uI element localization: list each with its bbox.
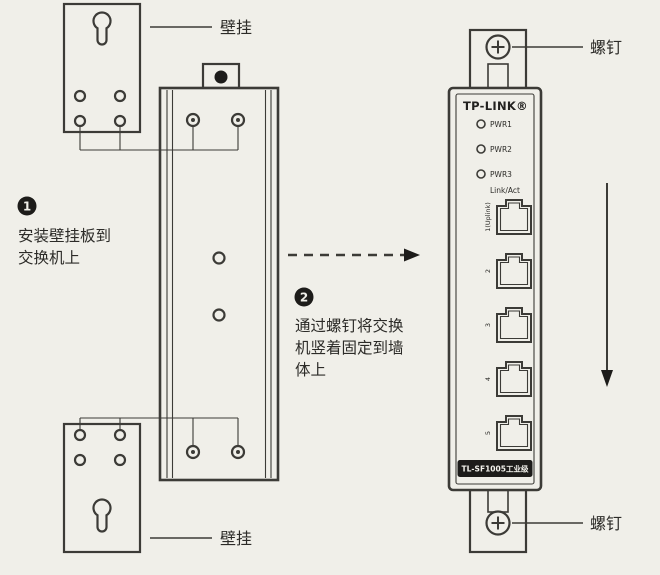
screw-hole-center [191,118,195,122]
extrusion-lines [166,90,272,478]
keyhole-icon [92,11,112,46]
screw-hole-center [191,450,195,454]
switch-side-view [158,62,280,482]
led-pwr1-label: PWR1 [490,120,512,129]
step-2-text-line: 机竖着固定到墙 [295,339,404,357]
model-label: TL-SF1005工业级 [462,464,529,474]
wall-bracket-top [62,2,142,134]
transition-arrow [288,248,420,262]
brand-logo: TP-LINK® [463,99,528,113]
switch-front-body [447,86,543,492]
switch-front-view: TP-LINK® PWR1 PWR2 PWR3 Link/Act 1(Uplin… [447,28,543,554]
phillips-cross-icon [491,40,505,54]
screw-top-icon [485,34,511,60]
step-2: 2 通过螺钉将交换 机竖着固定到墙 体上 [294,287,404,379]
rj45-port-inner [499,364,529,394]
bracket-hole [73,114,87,128]
port-label: 2 [484,269,492,273]
bracket-hole [113,89,127,103]
led-pwr2-label: PWR2 [490,145,512,154]
step-1-number: 1 [23,200,31,214]
screw-bottom-icon [485,510,511,536]
screw-callout-bottom: 螺钉 [512,514,622,533]
wall-bracket-bottom [62,422,142,554]
port-label: 5 [484,431,492,435]
port-label: 4 [484,377,492,381]
bracket-hole [73,453,87,467]
direction-down-arrow [601,183,613,387]
model-badge [457,460,533,477]
rj45-port-icon [496,415,532,451]
step-2-text-line: 体上 [295,361,326,379]
step-2-number: 2 [300,291,308,305]
wall-mount-label: 壁挂 [220,18,252,37]
led-pwr3-icon [476,169,486,179]
rj45-port-inner [499,202,529,232]
vent-hole [212,251,226,265]
led-indicators: PWR1 PWR2 PWR3 [476,119,512,179]
mount-slot-top [487,63,509,89]
rj45-port-icon [496,253,532,289]
port-label: 3 [484,323,492,327]
mount-slot-bottom [487,489,509,513]
bracket-plate [62,2,142,134]
rj45-port-inner [499,418,529,448]
keyhole-icon [92,498,112,533]
phillips-cross-icon [491,516,505,530]
rj45-port-icon [496,307,532,343]
arrowhead-icon [404,248,420,262]
link-act-label: Link/Act [490,186,520,195]
rj45-port-inner [499,310,529,340]
step-2-text-line: 通过螺钉将交换 [295,317,404,335]
vent-hole [212,308,226,322]
wall-mount-callout-bottom: 壁挂 [150,529,252,548]
bracket-hole [113,453,127,467]
screw-hole-center [236,118,240,122]
switch-side-body [158,86,280,482]
step-1-text-line: 安装壁挂板到 [18,227,111,245]
switch-side-screw-holes [185,112,246,460]
step-1-text-line: 交换机上 [18,249,80,267]
arrowhead-icon [601,370,613,387]
bracket-hole [113,428,127,442]
step-1-badge [17,196,37,216]
rj45-port-inner [499,256,529,286]
wall-mount-label: 壁挂 [220,529,252,548]
step-2-badge [294,287,314,307]
bracket-plate [62,422,142,554]
alignment-guides-top [79,126,239,151]
bracket-hole [73,428,87,442]
rj45-port-icon [496,199,532,235]
terminal-knob-icon [214,70,228,84]
screw-label: 螺钉 [590,38,622,57]
led-pwr1-icon [476,119,486,129]
port-column: 1(Uplink) 2 3 4 5 [484,199,532,451]
wall-mount-callout-top: 壁挂 [150,18,252,37]
screw-label: 螺钉 [590,514,622,533]
led-pwr2-icon [476,144,486,154]
led-pwr3-label: PWR3 [490,170,512,179]
rj45-port-icon [496,361,532,397]
front-panel [455,93,535,485]
screw-hole-center [236,450,240,454]
screw-callout-top: 螺钉 [512,38,622,57]
port-label: 1(Uplink) [484,202,492,232]
bracket-hole [113,114,127,128]
bracket-hole [73,89,87,103]
step-1: 1 安装壁挂板到 交换机上 [17,196,111,267]
